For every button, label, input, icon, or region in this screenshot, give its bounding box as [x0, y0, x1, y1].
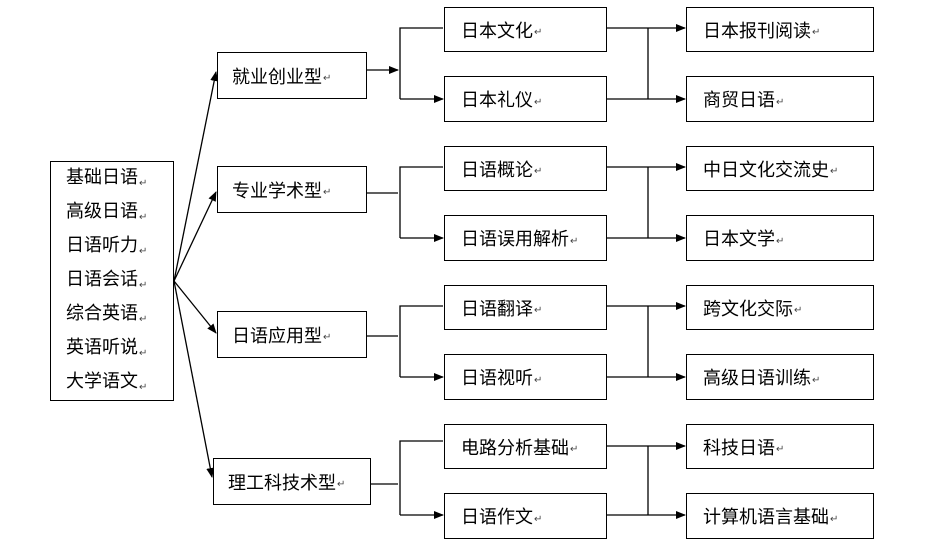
paragraph-mark: ↵: [323, 187, 332, 198]
foundation-course: 基础日语↵: [66, 167, 148, 189]
paragraph-mark: ↵: [534, 27, 543, 38]
advanced-course-box: 中日文化交流史↵: [686, 146, 874, 191]
paragraph-mark: ↵: [534, 305, 543, 316]
root-arrow-3: [173, 280, 217, 334]
paragraph-mark: ↵: [776, 444, 785, 455]
paragraph-mark: ↵: [776, 235, 785, 247]
foundation-course: 综合英语↵: [66, 303, 148, 325]
paragraph-mark: ↵: [139, 348, 148, 359]
cat-2-bracket: [399, 166, 443, 238]
advanced-course-box: 日本报刊阅读↵: [686, 7, 874, 52]
category-engineering-box: 理工科技术型↵: [213, 458, 371, 505]
paragraph-mark: ↵: [534, 96, 543, 108]
root-arrow-4: [173, 280, 215, 478]
paragraph-mark: ↵: [830, 513, 839, 525]
advanced-course-box: 科技日语↵: [686, 424, 874, 469]
root-arrow-1: [173, 71, 219, 282]
cat-4-bracket: [399, 440, 443, 515]
paragraph-mark: ↵: [323, 73, 332, 84]
category-employment-box: 就业创业型↵: [217, 52, 367, 99]
course-box: 日本礼仪↵: [444, 76, 607, 122]
advanced-course-box: 日本文学↵: [686, 215, 874, 261]
paragraph-mark: ↵: [570, 235, 579, 247]
category-applied-box: 日语应用型↵: [217, 311, 367, 358]
foundation-course: 日语会话↵: [66, 269, 148, 291]
paragraph-mark: ↵: [794, 305, 803, 316]
root-arrow-2: [173, 191, 217, 282]
paragraph-mark: ↵: [139, 178, 148, 189]
course-box: 电路分析基础↵: [444, 424, 607, 469]
paragraph-mark: ↵: [139, 314, 148, 325]
advanced-course-box: 跨文化交际↵: [686, 285, 874, 330]
advanced-course-box: 高级日语训练↵: [686, 354, 874, 400]
paragraph-mark: ↵: [139, 382, 148, 393]
paragraph-mark: ↵: [534, 374, 543, 386]
paragraph-mark: ↵: [534, 513, 543, 525]
foundation-courses-box: 基础日语↵ 高级日语↵ 日语听力↵ 日语会话↵ 综合英语↵ 英语听说↵ 大学语文…: [50, 161, 174, 401]
foundation-course: 日语听力↵: [66, 235, 148, 257]
course-box: 日语视听↵: [444, 354, 607, 400]
course-box: 日本文化↵: [444, 7, 607, 52]
foundation-course: 高级日语↵: [66, 201, 148, 223]
paragraph-mark: ↵: [812, 374, 821, 386]
paragraph-mark: ↵: [534, 166, 543, 177]
paragraph-mark: ↵: [830, 166, 839, 177]
paragraph-mark: ↵: [323, 332, 332, 343]
paragraph-mark: ↵: [139, 212, 148, 223]
course-box: 日语概论↵: [444, 146, 607, 191]
foundation-course: 英语听说↵: [66, 337, 148, 359]
cat-3-bracket: [399, 305, 443, 377]
course-box: 日语作文↵: [444, 493, 607, 539]
paragraph-mark: ↵: [337, 479, 346, 490]
cat-1-bracket: [399, 27, 443, 99]
advanced-course-box: 计算机语言基础↵: [686, 493, 874, 539]
paragraph-mark: ↵: [139, 246, 148, 257]
course-box: 日语误用解析↵: [444, 215, 607, 261]
paragraph-mark: ↵: [812, 27, 821, 38]
foundation-course: 大学语文↵: [66, 371, 148, 393]
advanced-course-box: 商贸日语↵: [686, 76, 874, 122]
paragraph-mark: ↵: [139, 280, 148, 291]
paragraph-mark: ↵: [570, 444, 579, 455]
paragraph-mark: ↵: [776, 96, 785, 108]
category-academic-box: 专业学术型↵: [217, 166, 367, 213]
course-box: 日语翻译↵: [444, 285, 607, 330]
